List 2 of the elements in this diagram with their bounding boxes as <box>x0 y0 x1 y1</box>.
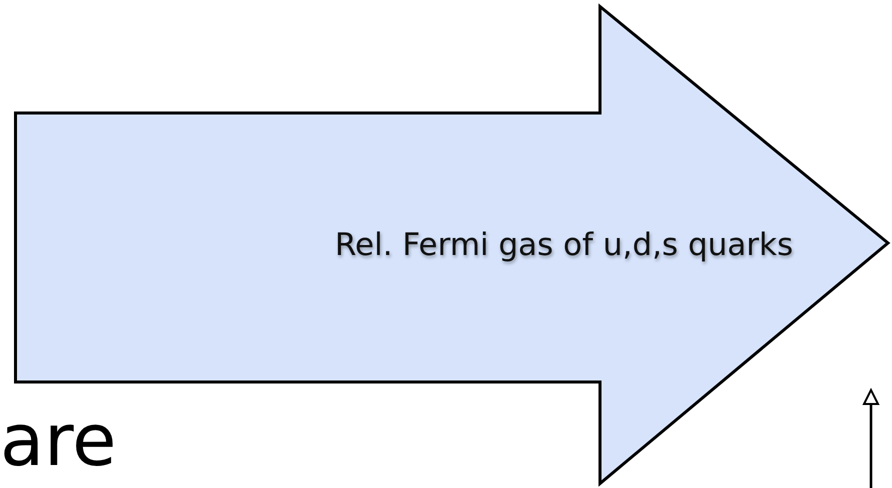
heading-fragment: are <box>0 404 116 476</box>
arrow-label: Rel. Fermi gas of u,d,s quarks <box>334 227 794 263</box>
